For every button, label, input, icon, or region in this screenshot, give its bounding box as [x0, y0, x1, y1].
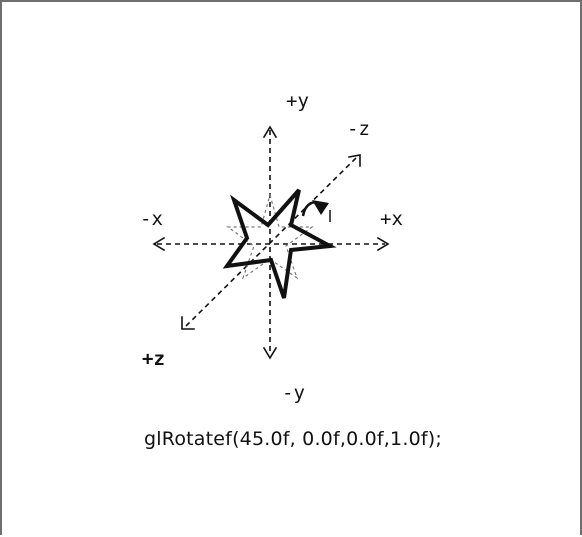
- arrowheads-group: [152, 125, 390, 360]
- pos-y-arrowhead: [262, 125, 278, 139]
- pos-x-arrowhead: [376, 236, 390, 252]
- pos-z-label: +z: [142, 348, 165, 370]
- rotated-star-outline: [222, 188, 337, 299]
- neg-x-arrowhead: [152, 236, 166, 252]
- original-star-outline: [226, 192, 314, 280]
- neg-z-label: -z: [347, 118, 370, 140]
- neg-z-arrowhead: [348, 154, 361, 167]
- pos-z-arrowhead: [181, 316, 195, 330]
- rotated-star: [222, 188, 337, 299]
- code-caption: glRotatef(45.0f, 0.0f,0.0f,1.0f);: [144, 428, 442, 450]
- rotation-arrow: [301, 200, 331, 222]
- pos-y-label: +y: [286, 90, 309, 112]
- original-star: [226, 192, 314, 280]
- z-axis-line: [185, 157, 357, 327]
- neg-y-arrowhead: [262, 346, 278, 360]
- axes-group: [157, 130, 385, 354]
- neg-y-label: -y: [282, 382, 305, 404]
- pos-x-label: +x: [380, 208, 403, 230]
- rotation-arrowhead: [312, 200, 329, 215]
- neg-x-label: -x: [140, 208, 163, 230]
